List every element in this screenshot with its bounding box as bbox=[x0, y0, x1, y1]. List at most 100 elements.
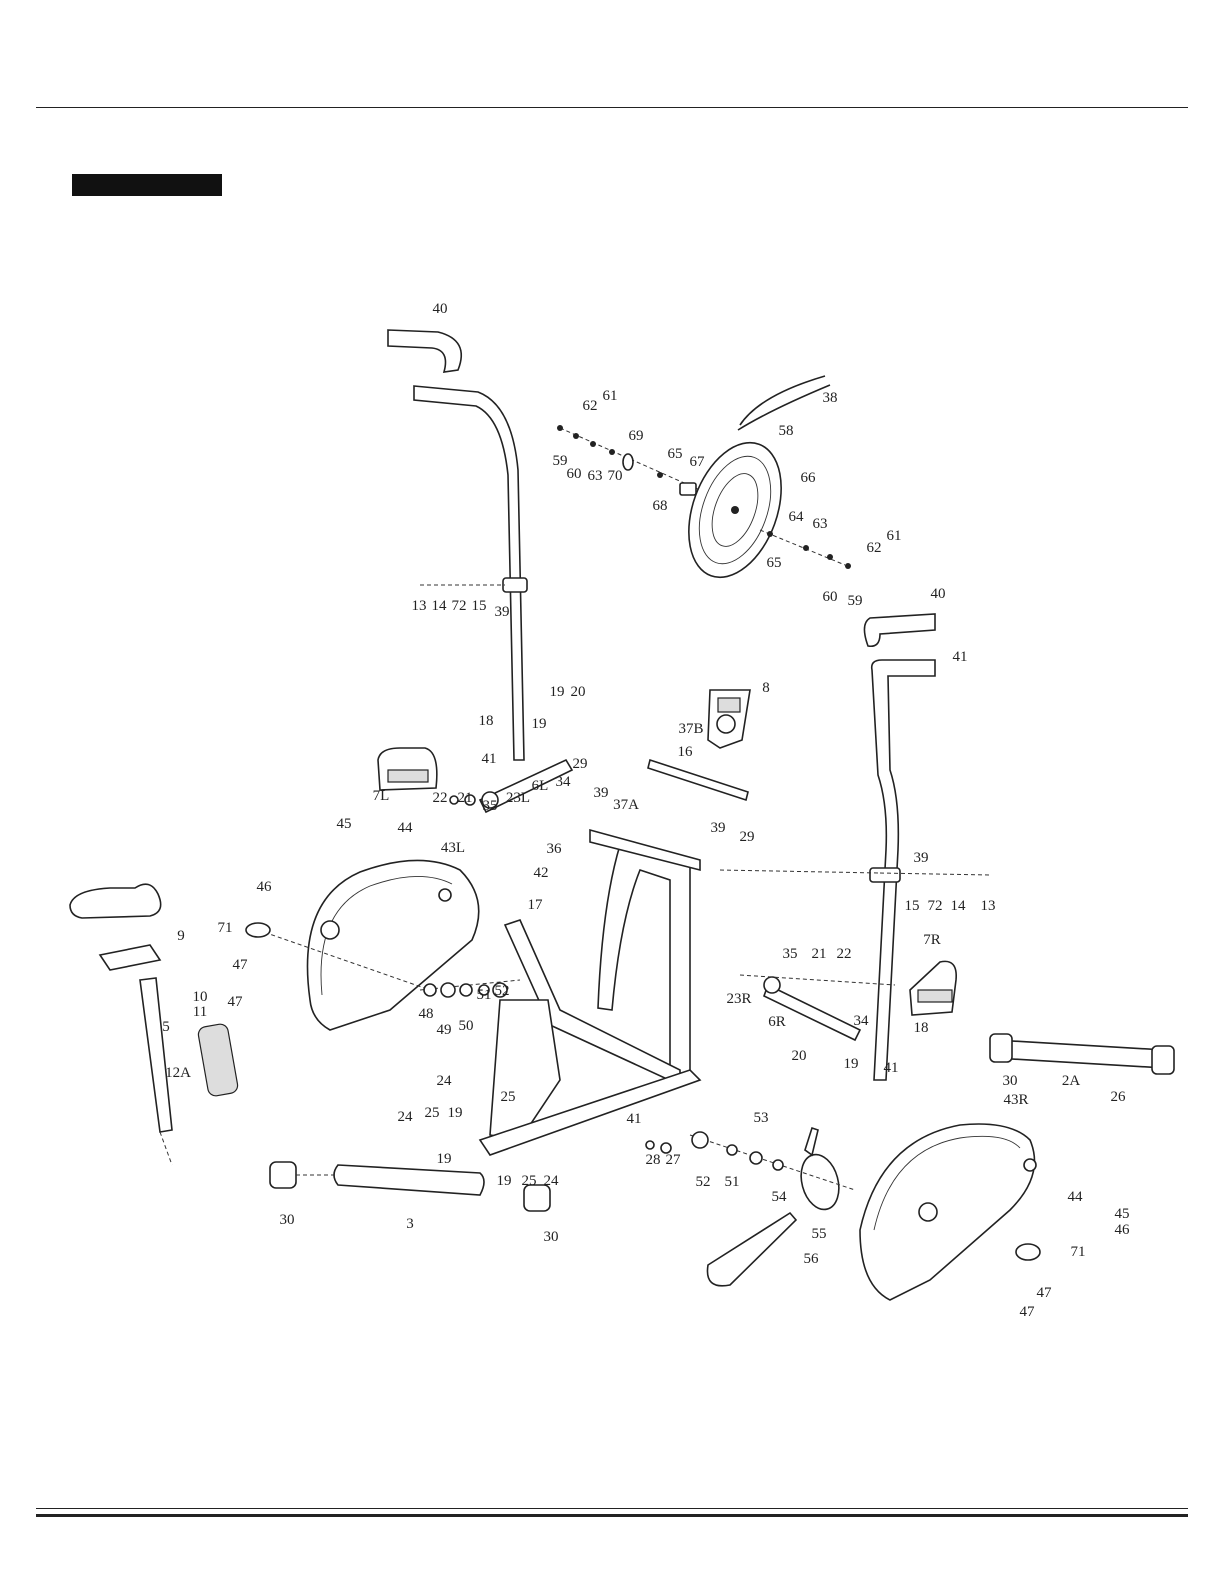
part-label: 38 bbox=[823, 390, 838, 406]
part-label: 20 bbox=[571, 684, 586, 700]
part-label: 51 bbox=[477, 987, 492, 1003]
part-label: 17 bbox=[528, 897, 544, 913]
part-label: 30 bbox=[544, 1229, 559, 1245]
part-label: 44 bbox=[398, 820, 414, 836]
part-label: 25 bbox=[425, 1105, 440, 1121]
pedal-left bbox=[377, 747, 438, 791]
part-label: 19 bbox=[844, 1056, 859, 1072]
part-label: 47 bbox=[1020, 1304, 1036, 1320]
part-label: 5 bbox=[162, 1019, 170, 1035]
part-label: 56 bbox=[804, 1251, 820, 1267]
part-label: 42 bbox=[534, 865, 549, 881]
main-frame bbox=[478, 828, 702, 1156]
chain-guard-left bbox=[306, 859, 480, 1031]
part-label: 29 bbox=[740, 829, 755, 845]
front-stabilizer bbox=[269, 1161, 551, 1212]
part-label: 21 bbox=[812, 946, 827, 962]
part-label: 26 bbox=[1111, 1089, 1127, 1105]
part-label: 22 bbox=[433, 790, 448, 806]
part-label: 35 bbox=[483, 798, 498, 814]
rear-stabilizer bbox=[989, 1033, 1175, 1075]
part-label: 61 bbox=[603, 388, 618, 404]
part-label: 46 bbox=[1115, 1222, 1131, 1238]
part-label: 44 bbox=[1068, 1189, 1084, 1205]
part-label: 36 bbox=[547, 841, 563, 857]
handlebar-right bbox=[869, 659, 936, 1081]
part-label: 29 bbox=[573, 756, 588, 772]
part-label: 19 bbox=[532, 716, 547, 732]
part-label: 43R bbox=[1003, 1092, 1028, 1108]
part-label: 22 bbox=[837, 946, 852, 962]
part-label: 39 bbox=[711, 820, 726, 836]
part-label: 30 bbox=[1003, 1073, 1018, 1089]
part-label: 51 bbox=[725, 1174, 740, 1190]
part-label: 13 bbox=[412, 598, 427, 614]
seat bbox=[69, 883, 162, 919]
part-label: 20 bbox=[792, 1048, 807, 1064]
part-label: 25 bbox=[522, 1173, 537, 1189]
part-label: 64 bbox=[789, 509, 805, 525]
part-label: 59 bbox=[553, 453, 568, 469]
handlebar-left bbox=[413, 385, 528, 761]
computer-console bbox=[707, 689, 751, 749]
part-label: 53 bbox=[754, 1110, 769, 1126]
part-label: 58 bbox=[779, 423, 794, 439]
part-label: 52 bbox=[696, 1174, 711, 1190]
part-label: 23L bbox=[506, 790, 530, 806]
part-label: 34 bbox=[556, 774, 572, 790]
part-label: 8 bbox=[762, 680, 770, 696]
part-label: 9 bbox=[177, 928, 185, 944]
part-label: 68 bbox=[653, 498, 668, 514]
part-label: 13 bbox=[981, 898, 996, 914]
part-label: 18 bbox=[479, 713, 494, 729]
part-label: 14 bbox=[432, 598, 448, 614]
part-label: 14 bbox=[951, 898, 967, 914]
part-label: 19 bbox=[437, 1151, 452, 1167]
part-label: 19 bbox=[448, 1105, 463, 1121]
part-label: 63 bbox=[588, 468, 603, 484]
part-label: 30 bbox=[280, 1212, 295, 1228]
part-label: 69 bbox=[629, 428, 644, 444]
part-label: 25 bbox=[501, 1089, 516, 1105]
part-label: 18 bbox=[914, 1020, 929, 1036]
part-label: 39 bbox=[495, 604, 510, 620]
handlebar-grip-left bbox=[387, 329, 463, 373]
chain-belt bbox=[706, 1211, 798, 1287]
part-label: 28 bbox=[646, 1152, 661, 1168]
part-label: 59 bbox=[848, 593, 863, 609]
footer-rule-bottom bbox=[36, 1514, 1188, 1517]
part-label: 7L bbox=[373, 788, 390, 804]
part-label: 48 bbox=[419, 1006, 434, 1022]
part-label: 37A bbox=[613, 797, 639, 813]
part-label: 62 bbox=[867, 540, 882, 556]
part-label: 41 bbox=[884, 1060, 899, 1076]
part-label: 12A bbox=[165, 1065, 191, 1081]
part-label: 15 bbox=[472, 598, 487, 614]
part-label: 47 bbox=[1037, 1285, 1053, 1301]
part-label: 41 bbox=[627, 1111, 642, 1127]
part-label: 50 bbox=[459, 1018, 474, 1034]
chain-guard-right bbox=[859, 1123, 1041, 1301]
part-label: 61 bbox=[887, 528, 902, 544]
part-label: 43L bbox=[441, 840, 465, 856]
part-label: 54 bbox=[772, 1189, 788, 1205]
part-label: 11 bbox=[193, 1004, 207, 1020]
part-label: 52 bbox=[495, 983, 510, 999]
part-label: 24 bbox=[398, 1109, 414, 1125]
part-label: 21 bbox=[458, 790, 473, 806]
part-label: 47 bbox=[233, 957, 249, 973]
part-label: 37B bbox=[678, 721, 703, 737]
part-label: 55 bbox=[812, 1226, 827, 1242]
part-label: 72 bbox=[928, 898, 943, 914]
section-title-bar bbox=[72, 174, 222, 196]
spring bbox=[197, 1023, 239, 1097]
part-label: 15 bbox=[905, 898, 920, 914]
part-label: 41 bbox=[482, 751, 497, 767]
part-label: 6R bbox=[768, 1014, 786, 1030]
part-label: 7R bbox=[923, 932, 941, 948]
part-label: 40 bbox=[433, 301, 448, 317]
part-label: 23R bbox=[726, 991, 751, 1007]
part-label: 67 bbox=[690, 454, 706, 470]
part-label: 19 bbox=[497, 1173, 512, 1189]
